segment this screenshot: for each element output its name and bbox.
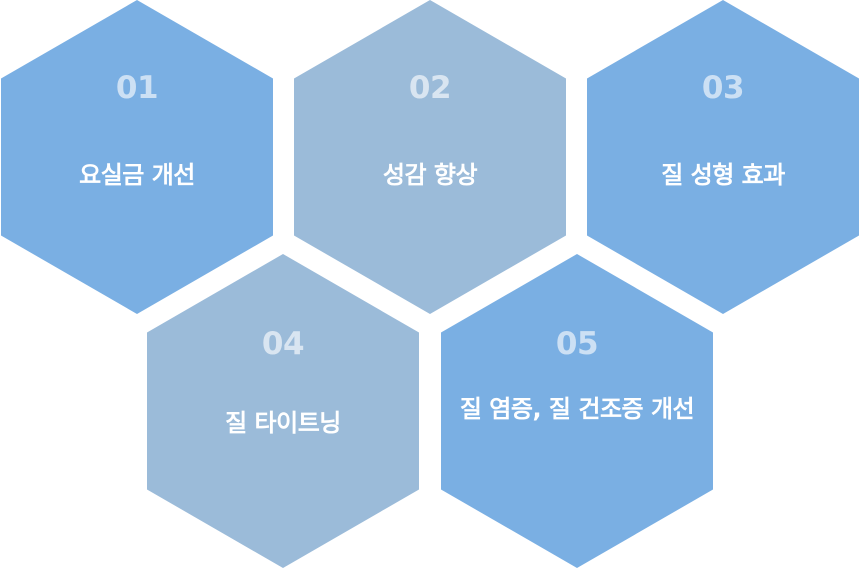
- hexagon-item-05: 05 질 염증, 질 건조증 개선: [441, 254, 713, 568]
- item-label: 질 염증, 질 건조증 개선: [459, 395, 695, 423]
- hexagon-item-02: 02 성감 향상: [294, 0, 566, 314]
- item-label: 성감 향상: [382, 161, 478, 189]
- item-number: 03: [701, 70, 745, 106]
- item-number: 05: [555, 326, 599, 362]
- item-number: 04: [261, 326, 305, 362]
- hexagon-item-04: 04 질 타이트닝: [147, 254, 419, 568]
- item-label: 요실금 개선: [79, 161, 195, 189]
- item-label: 질 성형 효과: [661, 161, 785, 189]
- hexagon-item-03: 03 질 성형 효과: [587, 0, 859, 314]
- item-label: 질 타이트닝: [225, 409, 341, 437]
- hexagon-item-01: 01 요실금 개선: [1, 0, 273, 314]
- item-number: 02: [408, 70, 452, 106]
- item-number: 01: [115, 70, 159, 106]
